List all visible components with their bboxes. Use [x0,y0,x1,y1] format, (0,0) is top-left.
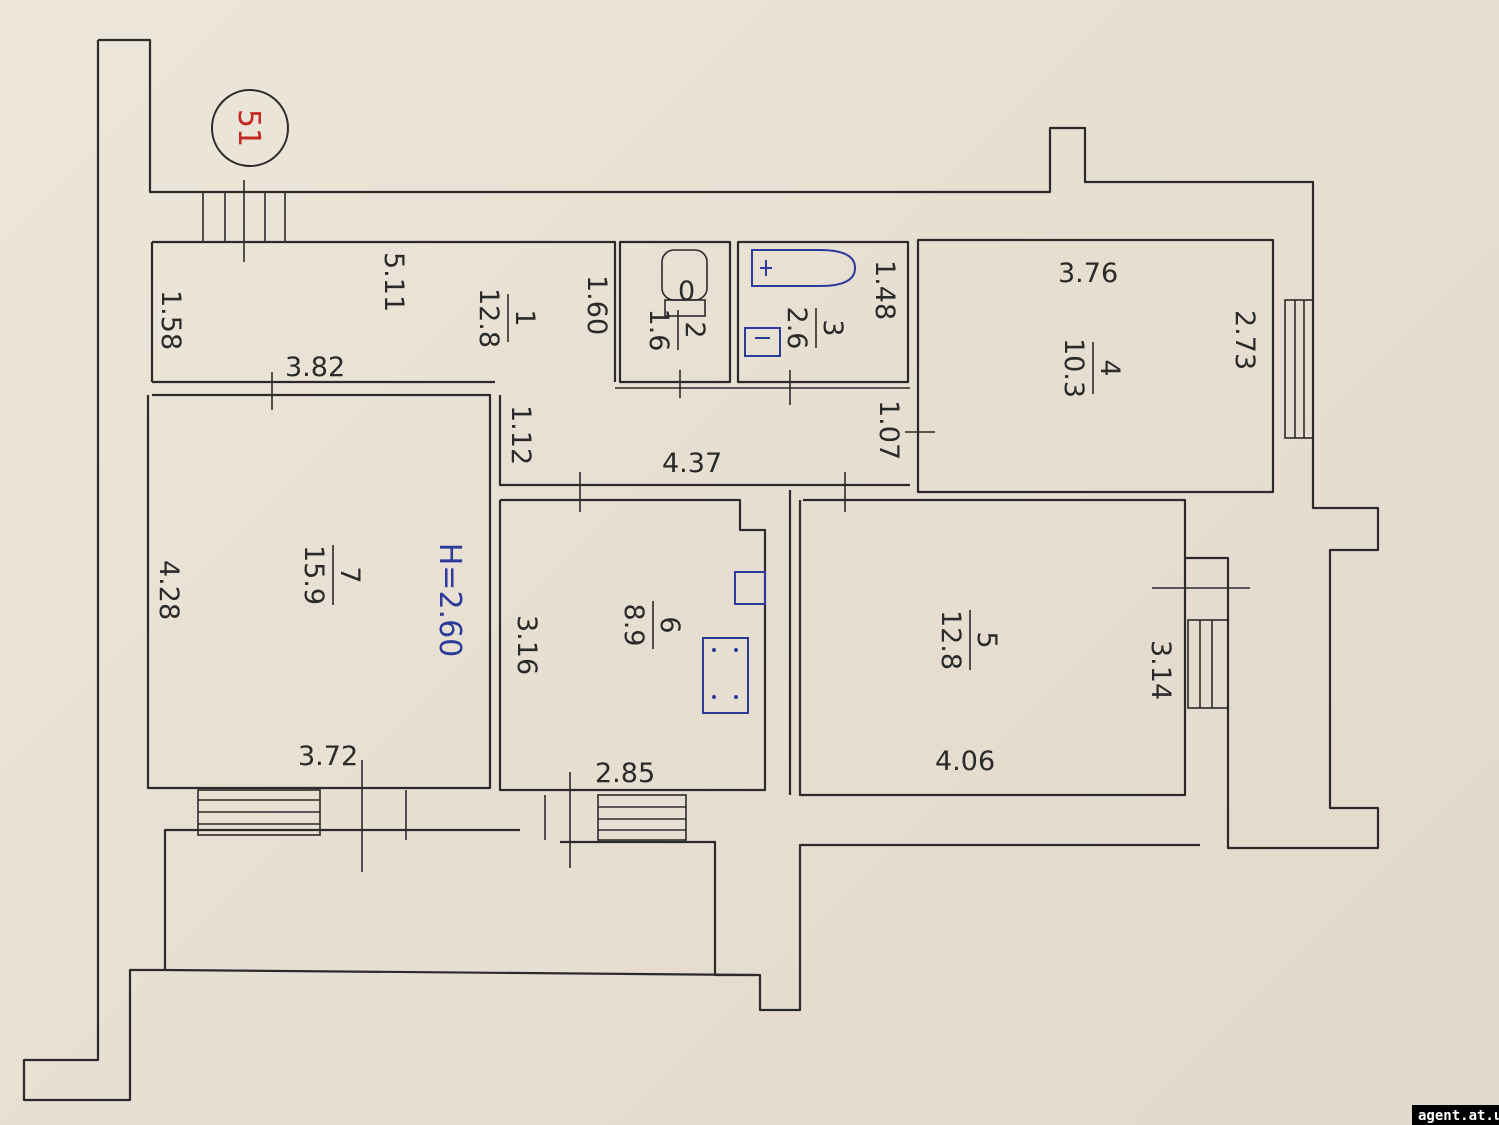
dim-room4-top: 3.76 [1058,258,1118,289]
bathtub-icon [751,249,857,287]
outer-walls [22,38,1380,1102]
dim-hall-step: 1.12 [505,405,536,465]
top-window [202,180,286,262]
dim-room6-bottom: 2.85 [595,758,655,789]
svg-text:0: 0 [678,276,695,307]
dim-bath-door: 1.07 [873,400,904,460]
plan-number: 51 [231,109,266,147]
kitchen-sink-icon [734,571,766,605]
dim-bath-height: 1.48 [869,260,900,320]
dim-room7-side: 4.28 [153,560,184,620]
ceiling-height: H=2.60 [432,543,467,658]
sink-icon [744,327,781,357]
room-3-number: 3 [817,319,848,336]
room-7-area: 15.9 [298,545,329,605]
plan-number-badge: 51 [211,89,289,167]
toilet-icon: 0 [661,249,708,317]
dim-room6-side: 3.16 [511,615,542,675]
door-marks [271,370,1250,872]
room-5-area: 12.8 [935,610,966,670]
dim-hall-mid: 3.82 [285,352,345,383]
room-4-number: 4 [1094,359,1125,376]
room-1-area: 12.8 [473,288,504,348]
room-1-number: 1 [509,309,540,326]
dim-hall-inner: 1.60 [581,275,612,335]
windows [197,299,1314,841]
dim-room7-bottom: 3.72 [298,741,358,772]
room-6-area: 8.9 [618,604,649,647]
stove-icon [702,637,749,714]
dim-hall-top: 5.11 [378,252,409,312]
watermark-text: agent.at.ua [1418,1108,1499,1124]
room-7-number: 7 [334,566,365,583]
watermark: agent.at.ua [1412,1105,1499,1125]
dim-room5-side: 3.14 [1145,640,1176,700]
dim-room5-bottom: 4.06 [935,746,995,777]
room-3-area: 2.6 [781,307,812,350]
dim-room4-side: 2.73 [1229,310,1260,370]
dim-hall-bottom: 4.37 [662,448,722,479]
room-2-area: 1.6 [643,309,674,352]
room-4-area: 10.3 [1058,338,1089,398]
dimension-labels: 5.11 1.58 1.60 3.82 1.12 4.37 1.48 1.07 … [153,252,1260,789]
dim-hall-left: 1.58 [155,290,186,350]
inner-walls [146,238,1275,797]
room-6-number: 6 [654,616,685,633]
room-labels: 1 12.8 2 1.6 3 2.6 4 10.3 5 12.8 6 8.9 [298,288,1125,670]
room-2-number: 2 [679,321,710,338]
room-5-number: 5 [971,631,1002,648]
